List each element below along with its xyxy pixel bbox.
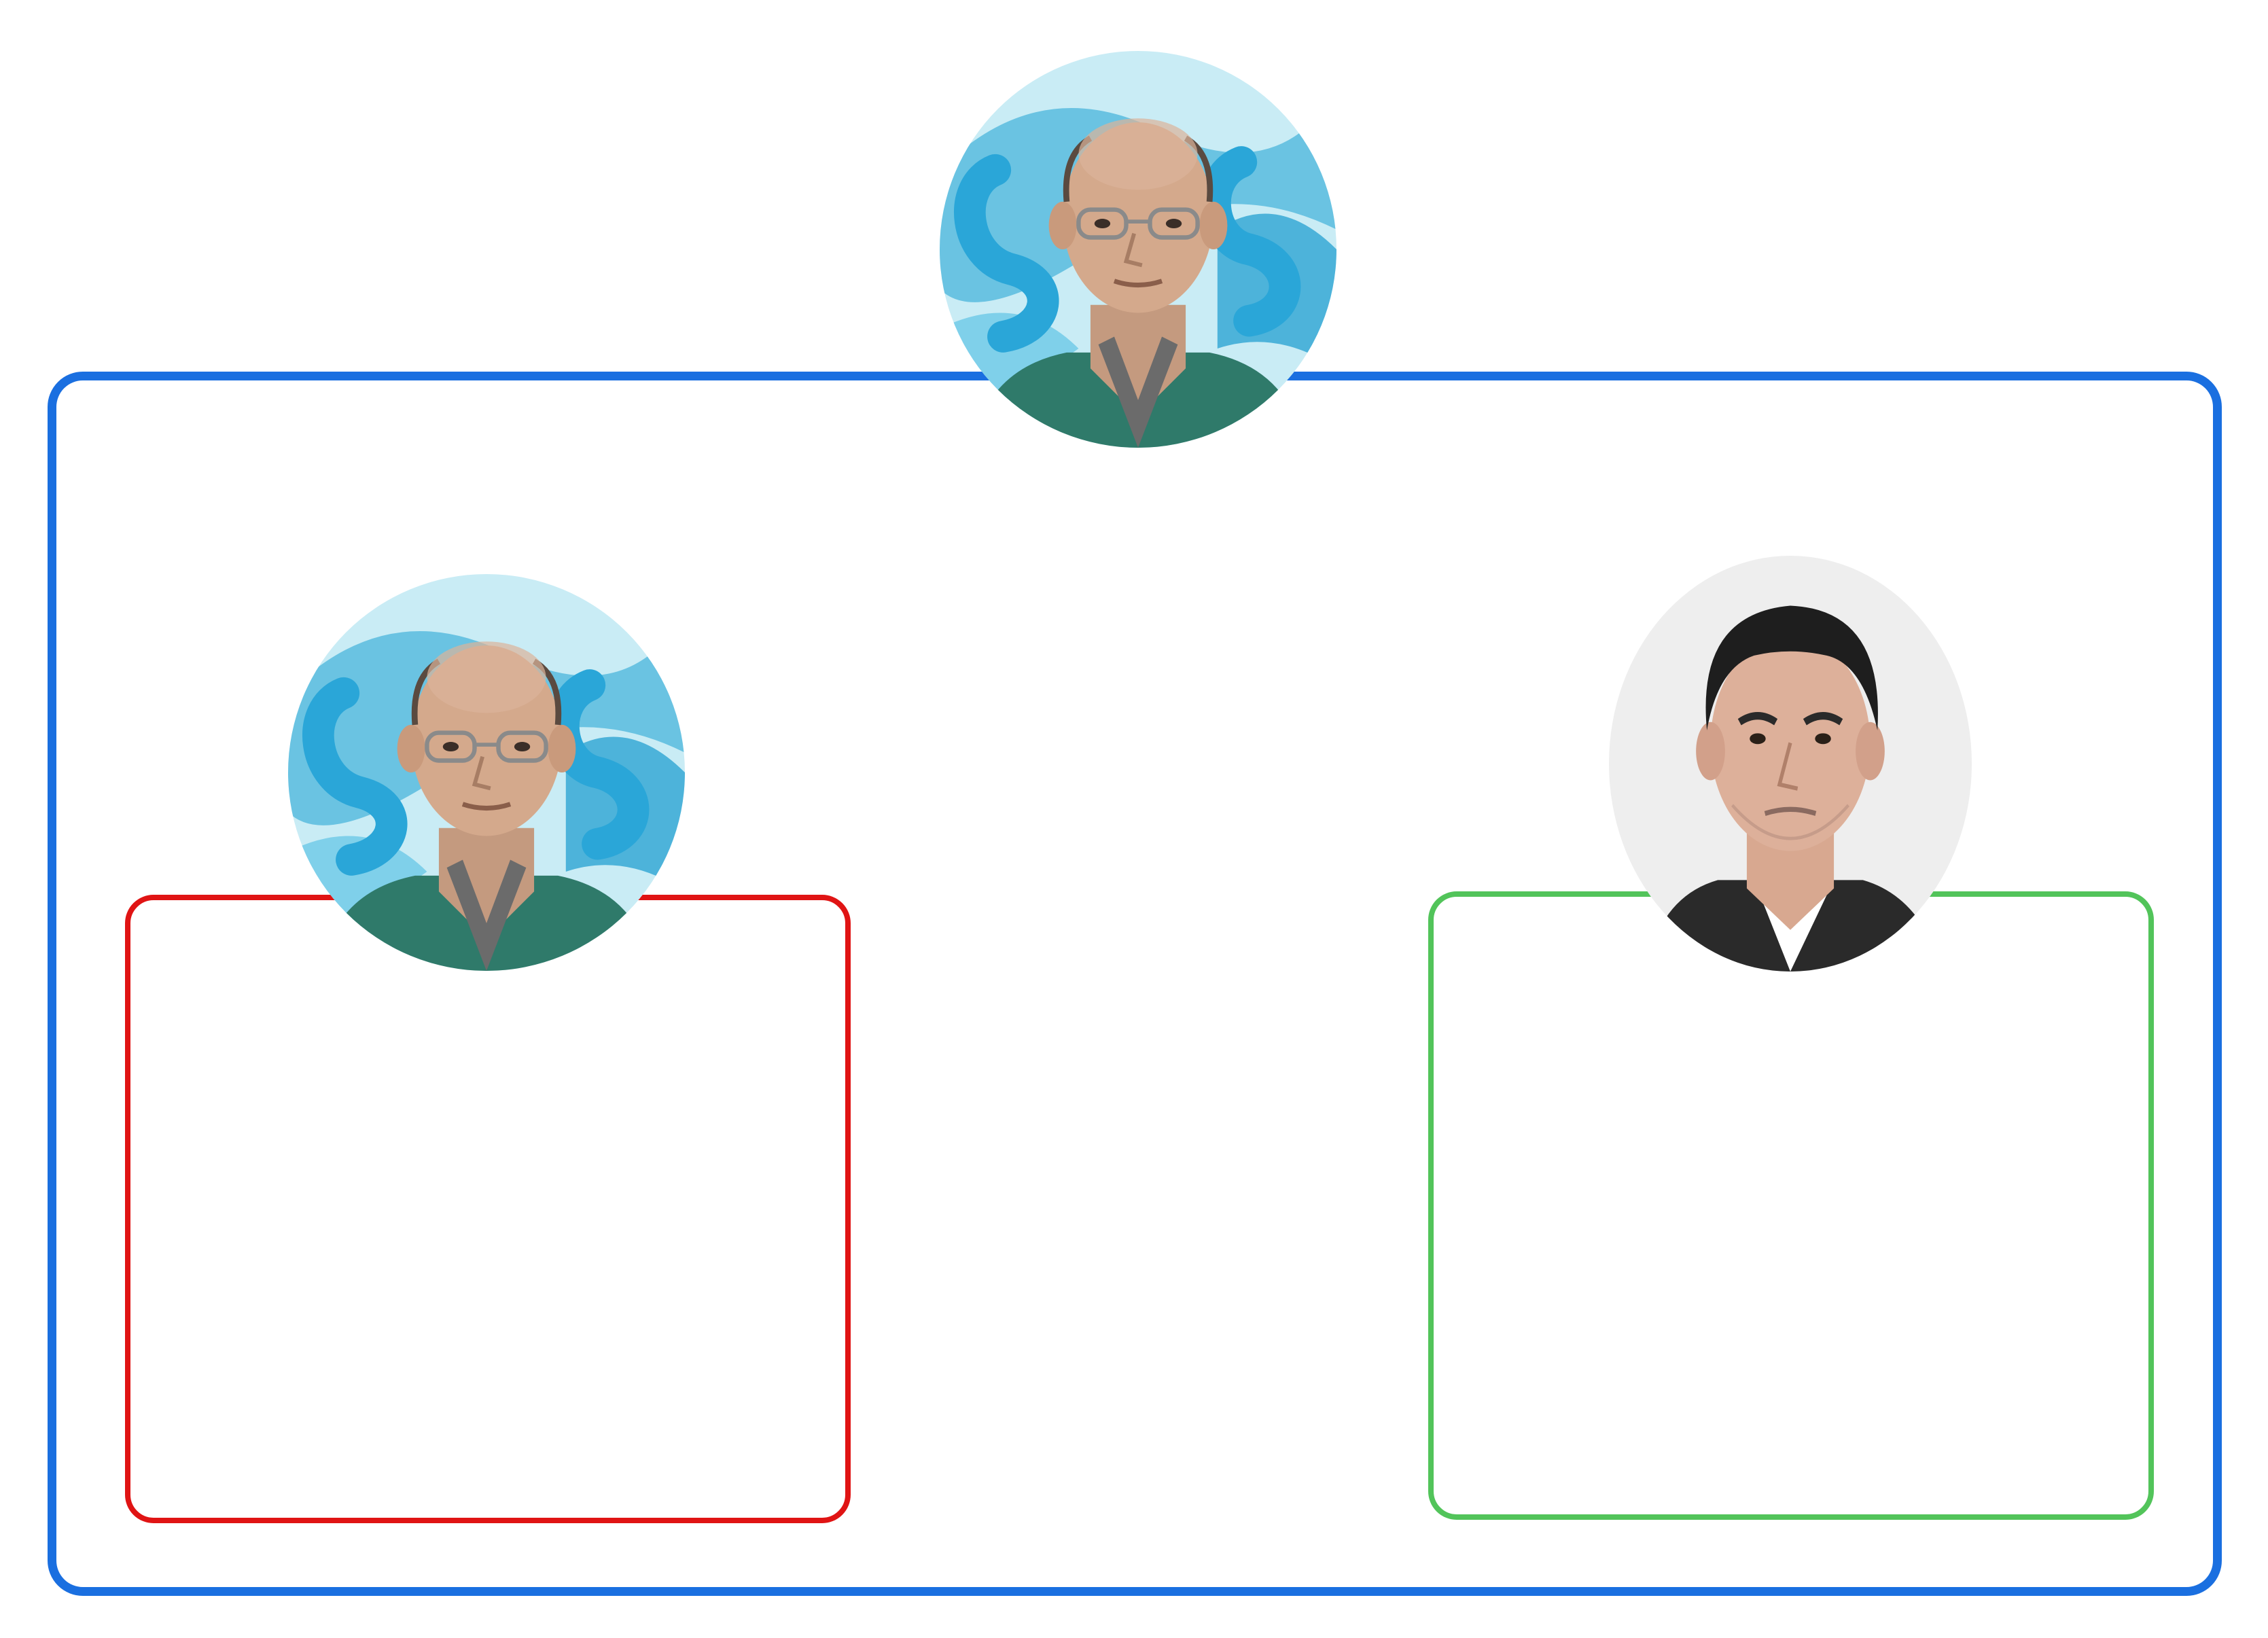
person-photo-dark-hair-icon [1609, 556, 1972, 972]
outer-frame [48, 372, 2222, 1596]
avatar-right [1609, 556, 1972, 972]
avatar-left [288, 574, 685, 971]
left-frame [125, 895, 851, 1523]
avatar-top [940, 51, 1336, 448]
right-frame [1428, 891, 2154, 1520]
person-photo-bald-glasses-icon [288, 574, 685, 971]
person-photo-bald-glasses-icon [940, 51, 1336, 448]
